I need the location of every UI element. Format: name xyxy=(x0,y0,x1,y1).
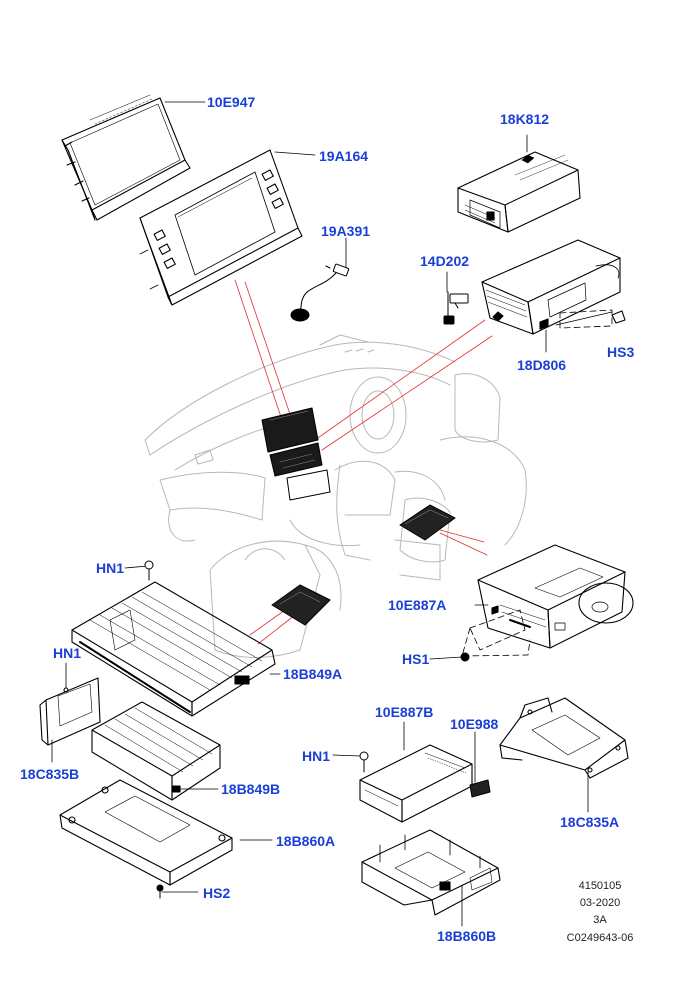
label-18C835B: 18C835B xyxy=(20,766,80,782)
dashed-guides xyxy=(461,309,613,657)
label-14D202: 14D202 xyxy=(420,253,470,269)
label-18B860A: 18B860A xyxy=(276,833,336,849)
label-HS3: HS3 xyxy=(607,344,635,360)
tray-18B860B xyxy=(361,829,501,916)
doc-image-code: C0249643-06 xyxy=(566,932,634,944)
doc-revision: 3A xyxy=(593,914,607,926)
rear-units xyxy=(271,504,456,626)
display-10E947 xyxy=(61,94,191,221)
screw-HN1-mid xyxy=(359,751,369,773)
label-HS2: HS2 xyxy=(203,885,231,901)
label-10E947: 10E947 xyxy=(207,94,256,110)
label-18D806: 18D806 xyxy=(517,357,567,373)
label-19A391: 19A391 xyxy=(321,223,371,239)
bracket-18C835A xyxy=(499,697,629,779)
screw-HS1 xyxy=(460,652,470,662)
module-10E988 xyxy=(469,779,491,798)
label-10E988: 10E988 xyxy=(450,716,499,732)
label-18B860B: 18B860B xyxy=(437,928,497,944)
dash-units xyxy=(261,407,331,501)
dvd-player-10E887A xyxy=(477,544,634,649)
cable-19A391 xyxy=(290,263,350,322)
amplifier-18B849A xyxy=(71,581,276,717)
screw-HN1-top xyxy=(144,560,154,581)
doc-number: 4150105 xyxy=(578,880,622,892)
label-HN1-top: HN1 xyxy=(96,560,125,576)
label-18C835A: 18C835A xyxy=(560,814,620,830)
cable-14D202 xyxy=(443,291,469,325)
tray-18B860A xyxy=(59,779,233,886)
label-18B849A: 18B849A xyxy=(283,666,343,682)
label-18K812: 18K812 xyxy=(500,111,550,127)
doc-date: 03-2020 xyxy=(579,897,621,909)
bracket-18C835B xyxy=(39,677,101,746)
label-10E887A: 10E887A xyxy=(388,597,447,613)
label-HS1: HS1 xyxy=(402,651,430,667)
module-18K812 xyxy=(457,151,581,233)
label-18B849B: 18B849B xyxy=(221,781,281,797)
amplifier-18B849B xyxy=(91,701,221,801)
label-HN1-left: HN1 xyxy=(53,645,82,661)
callout-lines xyxy=(234,279,493,645)
label-HN1-mid: HN1 xyxy=(302,748,331,764)
label-19A164: 19A164 xyxy=(319,148,369,164)
panel-19A164 xyxy=(139,149,303,306)
screw-HS2 xyxy=(156,884,164,899)
module-10E887B xyxy=(359,744,473,823)
label-10E887B: 10E887B xyxy=(375,704,434,720)
module-18D806 xyxy=(481,239,626,335)
